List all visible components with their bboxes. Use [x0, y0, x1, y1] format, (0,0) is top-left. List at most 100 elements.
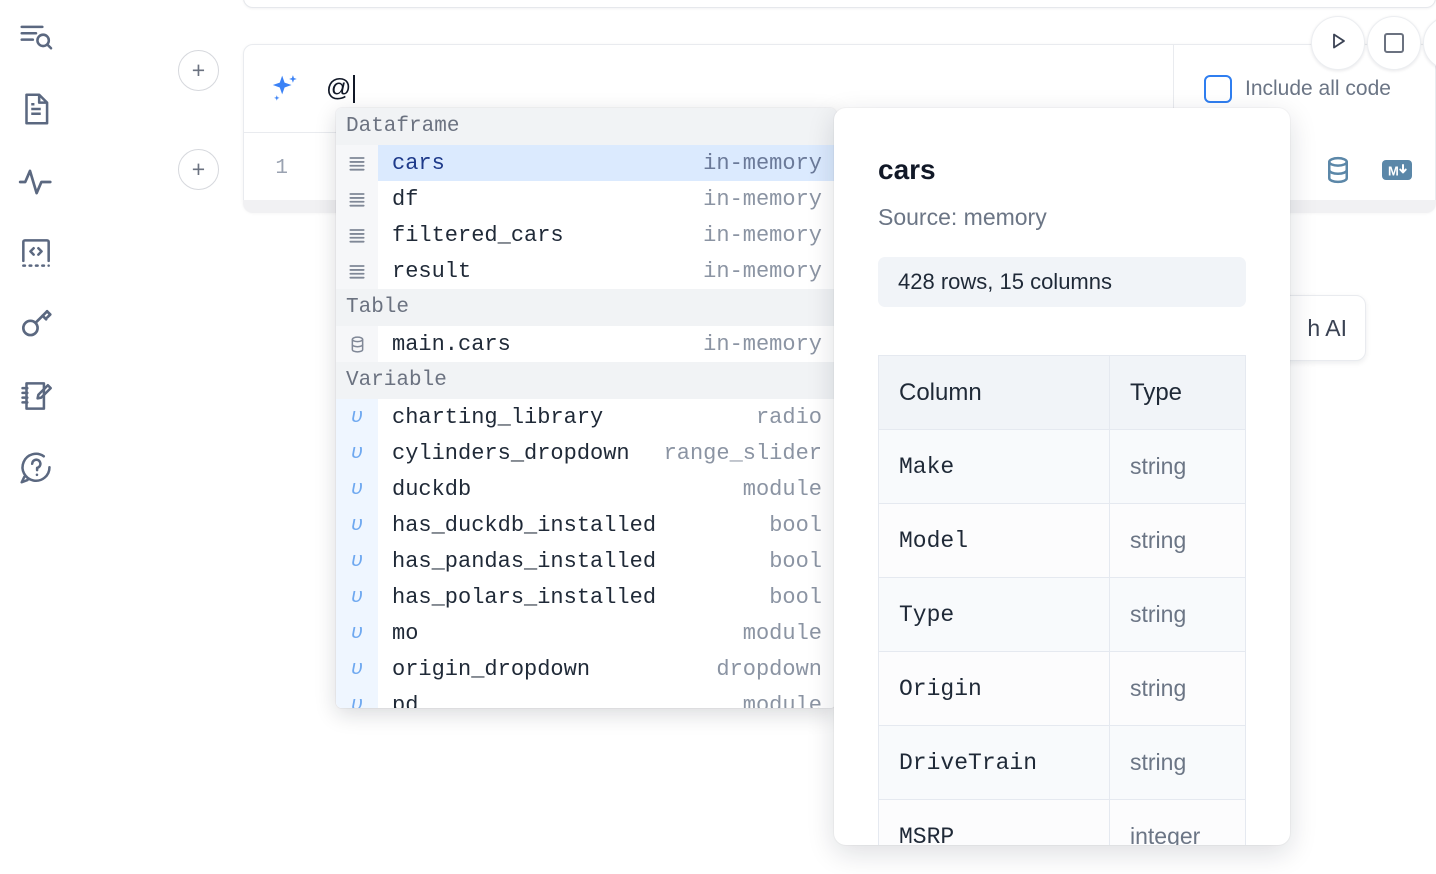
file-icon [17, 90, 55, 128]
autocomplete-item-name: filtered_cars [392, 222, 564, 248]
autocomplete-section-header: Variable [336, 362, 836, 399]
generate-with-ai-label: h AI [1307, 314, 1347, 341]
plus-icon: + [191, 156, 206, 182]
autocomplete-item-type: bool [769, 584, 822, 610]
code-snippets-icon [17, 234, 55, 272]
sidebar-item-help[interactable] [12, 444, 60, 492]
cell-prompt-options: Include all code [1173, 45, 1436, 133]
database-icon[interactable] [1323, 155, 1353, 185]
autocomplete-section-header: Dataframe [336, 108, 836, 145]
sidebar-item-secrets[interactable] [12, 300, 60, 348]
add-cell-button-below[interactable]: + [178, 149, 219, 190]
autocomplete-item-type: in-memory [703, 150, 822, 176]
previous-cell-card [243, 0, 1436, 8]
autocomplete-item-type: module [742, 620, 822, 646]
variable-icon: υ [336, 615, 378, 651]
help-icon [17, 449, 55, 487]
rows-icon [336, 217, 378, 253]
variable-icon: υ [336, 399, 378, 435]
autocomplete-item[interactable]: υ has_duckdb_installed bool [336, 507, 836, 543]
column-type-cell: string [1109, 577, 1246, 652]
variable-icon: υ [336, 687, 378, 708]
include-all-code-label: Include all code [1245, 77, 1391, 100]
autocomplete-item[interactable]: df in-memory [336, 181, 836, 217]
autocomplete-item-type: in-memory [703, 258, 822, 284]
autocomplete-item[interactable]: main.cars in-memory [336, 326, 836, 362]
key-icon [17, 305, 55, 343]
autocomplete-item-name: main.cars [392, 331, 511, 357]
sidebar-item-snippets[interactable] [12, 229, 60, 277]
autocomplete-item-name: pd [392, 692, 419, 709]
autocomplete-item-name: duckdb [392, 476, 472, 502]
autocomplete-item-type: in-memory [703, 186, 822, 212]
sidebar-item-outline[interactable] [12, 14, 60, 62]
sidebar-item-activity[interactable] [12, 158, 60, 206]
detail-shape: 428 rows, 15 columns [878, 257, 1246, 307]
sidebar-item-files[interactable] [12, 85, 60, 133]
sidebar-item-scratchpad[interactable] [12, 372, 60, 420]
detail-title: cars [878, 154, 936, 185]
checkbox-box[interactable] [1204, 75, 1232, 103]
markdown-icon[interactable]: M [1381, 158, 1413, 182]
scratchpad-icon [17, 377, 55, 415]
autocomplete-item-name: has_duckdb_installed [392, 512, 657, 538]
column-name-cell: Model [878, 503, 1110, 578]
variable-icon: υ [336, 507, 378, 543]
autocomplete-item-type: in-memory [703, 331, 822, 357]
autocomplete-item-type: bool [769, 512, 822, 538]
include-all-code-checkbox[interactable]: Include all code [1204, 75, 1391, 103]
add-cell-button-above[interactable]: + [178, 50, 219, 91]
autocomplete-item-type: module [742, 692, 822, 709]
autocomplete-item-name: df [392, 186, 419, 212]
stop-cell-button[interactable] [1367, 16, 1421, 70]
ai-prompt-value: @ [326, 74, 352, 102]
autocomplete-item-type: in-memory [703, 222, 822, 248]
autocomplete-item-name: origin_dropdown [392, 656, 591, 682]
column-type-cell: string [1109, 503, 1246, 578]
autocomplete-item-name: has_polars_installed [392, 584, 657, 610]
table-column-header: Type [1109, 355, 1246, 430]
database-icon [336, 326, 378, 362]
run-cell-button[interactable] [1311, 16, 1365, 70]
explore-outline-icon [17, 19, 55, 57]
autocomplete-item[interactable]: cars in-memory [336, 145, 836, 181]
rows-icon [336, 145, 378, 181]
autocomplete-item-type: module [742, 476, 822, 502]
column-name-cell: Origin [878, 651, 1110, 726]
ai-prompt-input[interactable]: @ [326, 74, 355, 103]
column-type-cell: string [1109, 429, 1246, 504]
column-type-cell: integer [1109, 799, 1246, 845]
column-name-cell: Type [878, 577, 1110, 652]
rows-icon [336, 181, 378, 217]
autocomplete-item-name: mo [392, 620, 419, 646]
autocomplete-section-header: Table [336, 289, 836, 326]
autocomplete-item-name: cylinders_dropdown [392, 440, 630, 466]
column-name-cell: Make [878, 429, 1110, 504]
line-number: 1 [275, 157, 288, 180]
variable-icon: υ [336, 651, 378, 687]
variable-icon: υ [336, 435, 378, 471]
stop-square-icon [1384, 33, 1404, 53]
autocomplete-item[interactable]: filtered_cars in-memory [336, 217, 836, 253]
svg-text:M: M [1388, 164, 1399, 179]
code-editor-row: 1 M [244, 133, 1436, 213]
autocomplete-item-name: has_pandas_installed [392, 548, 657, 574]
autocomplete-item-type: bool [769, 548, 822, 574]
autocomplete-item-name: cars [392, 150, 445, 176]
